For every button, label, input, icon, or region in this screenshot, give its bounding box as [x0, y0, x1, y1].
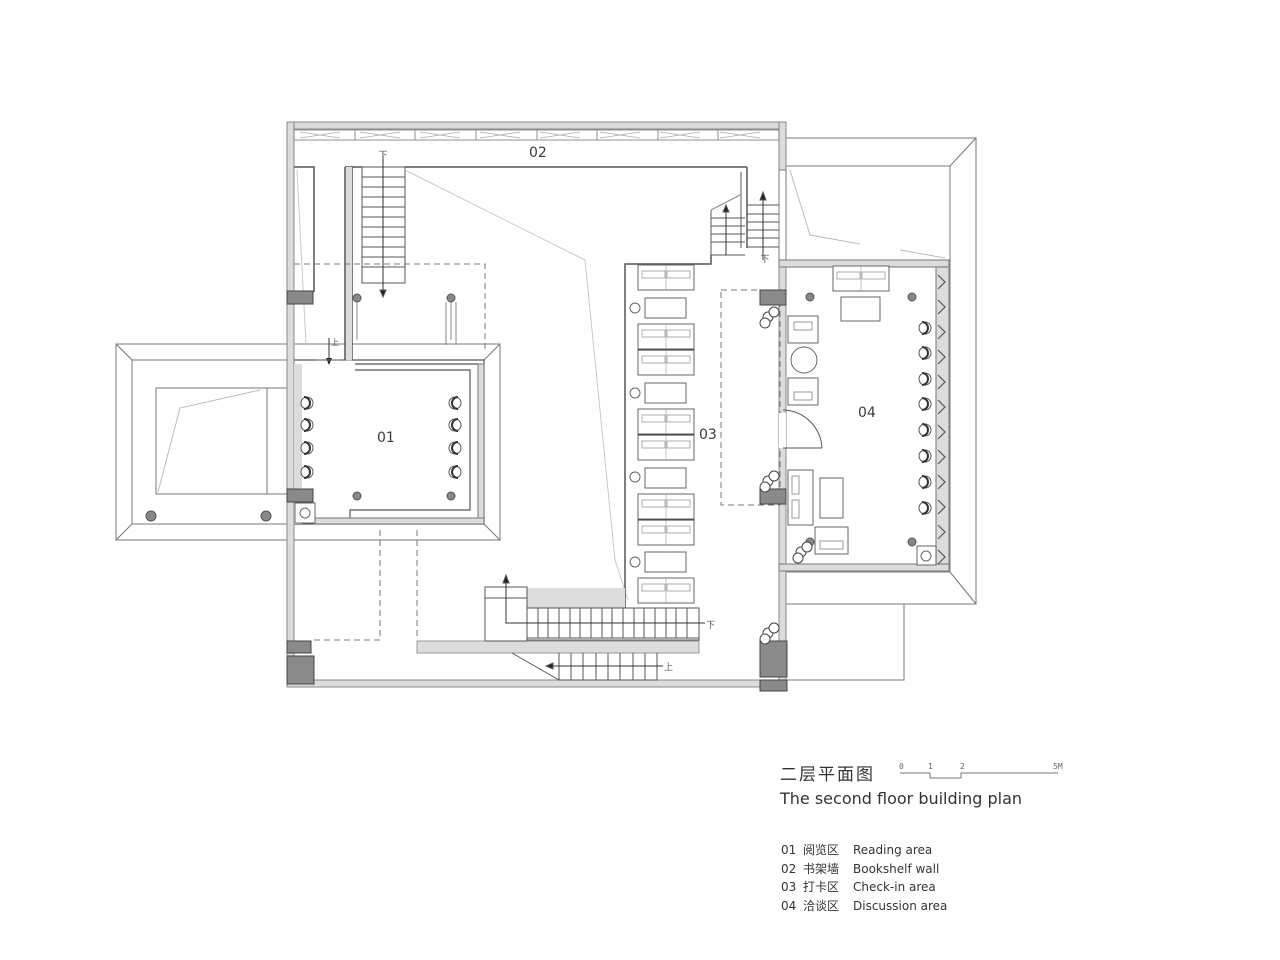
room-label-02: 02 [529, 145, 547, 161]
legend-cn: 书架墙 [803, 861, 840, 876]
columns [286, 289, 788, 692]
scale-tick-5m: 5M [1053, 762, 1063, 771]
scale-bar [900, 772, 1058, 779]
legend-en: Bookshelf wall [853, 861, 940, 876]
stair-top-left [361, 155, 406, 299]
legend-item: 03 打卡区 Check-in area [781, 878, 947, 897]
room-label-03: 03 [699, 427, 717, 443]
scale-tick-0: 0 [899, 762, 904, 771]
svg-text:上: 上 [331, 338, 339, 347]
scale-tick-2: 2 [960, 762, 965, 771]
legend-en: Check-in area [853, 880, 936, 894]
svg-text:下: 下 [760, 255, 769, 265]
legend-num: 03 [781, 880, 797, 894]
checkin-area-03 [624, 255, 712, 608]
legend-num: 02 [781, 861, 797, 876]
stair-top-right [710, 172, 779, 260]
plan-title-en: The second floor building plan [780, 789, 1023, 808]
room-label-01: 01 [377, 430, 395, 446]
bookshelf-wall [293, 129, 780, 141]
svg-text:下: 下 [706, 621, 715, 631]
right-terrace [786, 137, 977, 681]
svg-text:下: 下 [378, 151, 387, 161]
legend-num: 04 [781, 898, 797, 913]
legend-cn: 阅览区 [803, 843, 840, 857]
legend-en: Reading area [853, 843, 933, 857]
legend-num: 01 [781, 843, 797, 857]
legend-item: 02 书架墙 Bookshelf wall [781, 860, 947, 879]
reading-area-01 [294, 359, 485, 525]
svg-text:上: 上 [664, 662, 673, 673]
legend-cn: 打卡区 [803, 880, 840, 894]
legend-item: 01 阅览区 Reading area [781, 841, 947, 860]
legend-item: 04 洽谈区 Discussion area [781, 897, 947, 916]
stair-bottom [416, 573, 705, 681]
room-label-04: 04 [858, 405, 876, 421]
plan-title-cn: 二层平面图 [780, 765, 875, 785]
legend: 01 阅览区 Reading area 02 书架墙 Bookshelf wal… [781, 841, 947, 915]
legend-en: Discussion area [853, 898, 948, 913]
discussion-area-04 [778, 259, 950, 572]
scale-tick-1: 1 [928, 762, 933, 771]
legend-cn: 洽谈区 [803, 898, 840, 913]
